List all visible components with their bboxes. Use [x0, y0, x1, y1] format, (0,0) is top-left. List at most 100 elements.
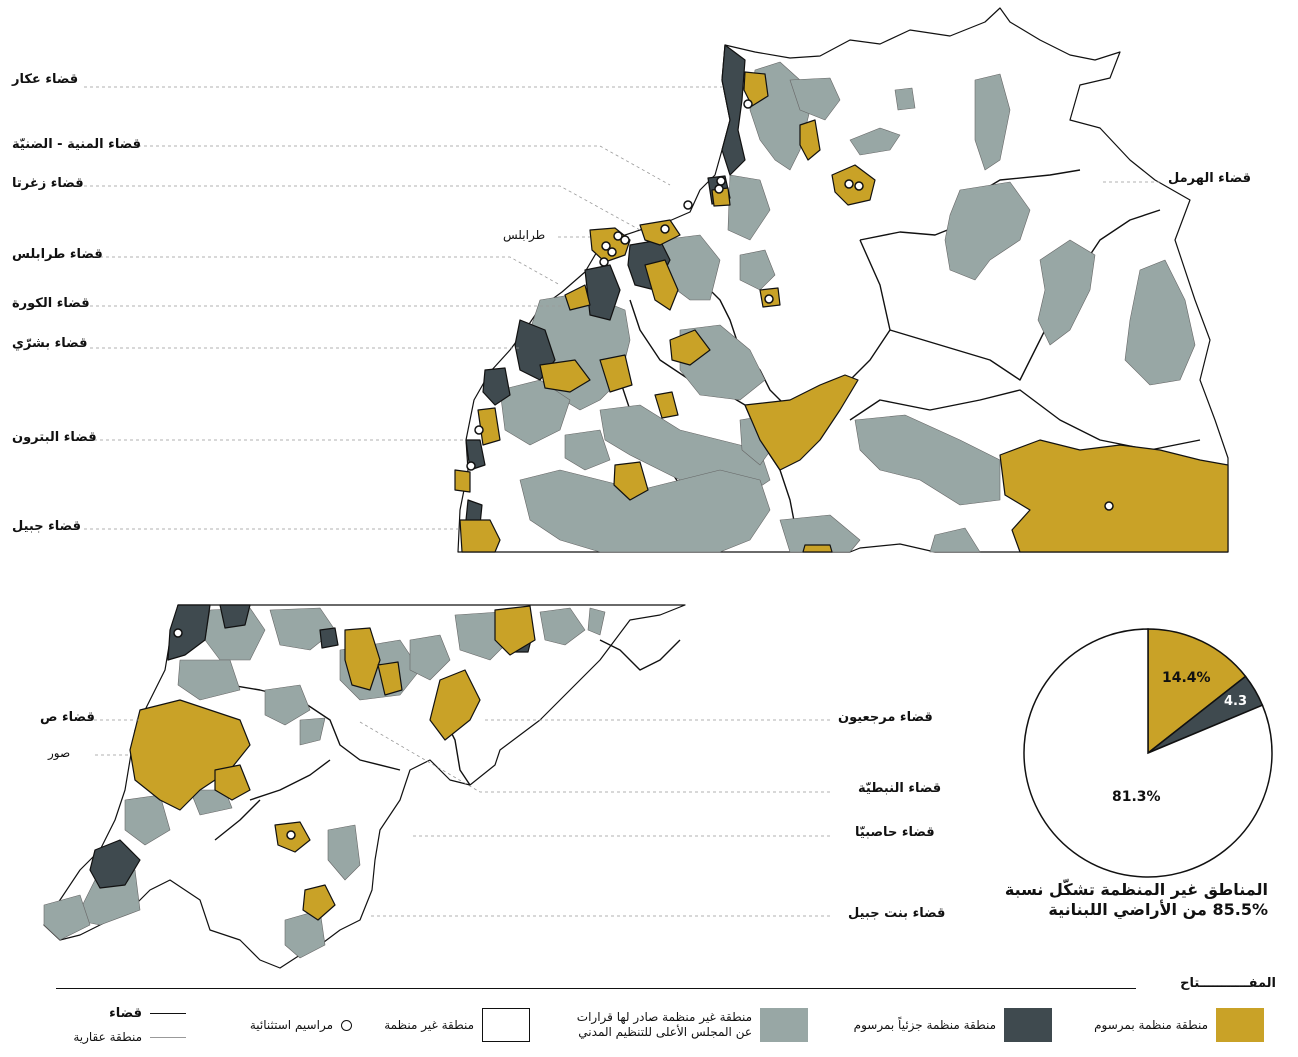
zone-organized [613, 461, 649, 501]
district-border [199, 679, 401, 771]
legend-cadastral: منطقة عقارية [73, 1027, 186, 1047]
zone-partial [482, 367, 511, 406]
legend-decree-dot-icon [341, 1019, 352, 1031]
label-minieh: قضاء المنية - الضنيّة [12, 137, 142, 152]
zone-organized [802, 544, 833, 553]
zone-organized [494, 605, 536, 656]
decree-point [474, 425, 484, 435]
zone-decisions [849, 127, 901, 156]
label-zgharta: قضاء زغرتا [12, 176, 84, 191]
zone-organized [999, 439, 1229, 553]
label-bint-jbeil: قضاء بنت جبيل [848, 906, 946, 921]
legend-swatch-organized [1216, 1008, 1264, 1042]
pie-label-partial: 4.3 [1224, 694, 1248, 709]
pie-caption-line2: 85.5% من الأراضي اللبنانية [1048, 900, 1268, 919]
zone-organized [564, 284, 591, 311]
zone-decisions [727, 174, 771, 241]
zone-decisions [409, 634, 451, 681]
zone-organized [654, 391, 679, 419]
zone-decisions [539, 607, 586, 646]
decree-point [286, 830, 296, 840]
legend-label-organized: منطقة منظمة بمرسوم [1094, 1017, 1208, 1032]
decree-point [607, 247, 617, 257]
decree-point [599, 257, 609, 267]
decree-points-north [466, 99, 1114, 511]
decree-point [716, 176, 726, 186]
legend-label-district: قضاء [109, 1005, 142, 1021]
north-map [454, 7, 1229, 553]
zone-decisions [779, 514, 861, 553]
label-marjeyoun: قضاء مرجعيون [838, 710, 933, 725]
legend-decisions: منطقة غير منظمة صادر لها قرارات عن المجل… [577, 1005, 808, 1045]
pie-slice-0 [1147, 628, 1247, 755]
legend-swatch-decisions [760, 1008, 808, 1042]
label-jbeil: قضاء جبيل [12, 519, 81, 534]
legend-cadastral-line [150, 1036, 186, 1038]
label-bcharre: قضاء بشرّي [12, 336, 88, 351]
label-nabatieh: قضاء النبطيّة [858, 781, 942, 796]
legend-unorganized: منطقة غير منظمة [384, 1005, 530, 1045]
zone-organized [344, 627, 381, 691]
decree-point [854, 181, 864, 191]
decree-point [660, 224, 670, 234]
zone-organized [743, 71, 769, 107]
decree-point [844, 179, 854, 189]
zone-organized [669, 329, 711, 366]
leader-lines-north [84, 86, 1160, 530]
zone-decisions [264, 684, 311, 726]
decree-point [743, 99, 753, 109]
leader-lines-south [94, 719, 830, 917]
legend-swatch-unorganized [482, 1008, 530, 1042]
legend-swatch-partial [1004, 1008, 1052, 1042]
label-hermel: قضاء الهرمل [1168, 171, 1252, 186]
decree-point [620, 235, 630, 245]
zone-partial [89, 839, 141, 889]
zone-decisions [974, 73, 1011, 171]
zone-decisions [739, 249, 776, 291]
legend-partial: منطقة منظمة جزئياً بمرسوم [854, 1005, 1052, 1045]
label-city-sour: صور [48, 746, 71, 760]
legend-label-decrees: مراسيم استثنائية [249, 1017, 333, 1032]
decree-point [601, 241, 611, 251]
legend-label-unorganized: منطقة غير منظمة [384, 1017, 474, 1032]
zone-organized [429, 669, 481, 741]
zone-partial [319, 627, 339, 649]
label-tripoli: قضاء طرابلس [12, 247, 103, 262]
legend-decrees: مراسيم استثنائية [250, 1005, 352, 1045]
legend-district: قضاء [109, 1003, 186, 1023]
label-hasbaya: قضاء حاصبيّا [855, 825, 935, 840]
zone-partial [721, 44, 746, 176]
decree-point [613, 231, 623, 241]
zone-decisions [894, 87, 916, 111]
legend-label-cadastral: منطقة عقارية [73, 1029, 142, 1044]
label-batroun: قضاء البترون [12, 430, 97, 445]
district-border [699, 239, 891, 411]
zone-decisions [519, 469, 771, 553]
zone-organized [639, 219, 681, 246]
decree-point [173, 628, 183, 638]
legend-organized: منطقة منظمة بمرسوم [1094, 1005, 1264, 1045]
decree-points-south [173, 628, 296, 840]
legend-label-decisions-line1: منطقة غير منظمة صادر لها قرارات [576, 1010, 752, 1024]
zone-decisions [1037, 239, 1096, 346]
legend-divider [56, 988, 1136, 989]
zone-organized [799, 119, 821, 161]
label-akkar: قضاء عكار [12, 72, 79, 87]
zone-partial [219, 604, 251, 629]
zone-decisions [587, 607, 606, 636]
legend-label-decisions-line2: عن المجلس الأعلى للتنظيم المدني [578, 1025, 752, 1039]
district-border [249, 759, 331, 801]
pie-label-organized: 14.4% [1162, 670, 1211, 686]
legend-label-partial: منطقة منظمة جزئياً بمرسوم [853, 1017, 996, 1032]
zone-decisions [327, 824, 361, 881]
legend-title: المفـــــــــــتاح [1174, 976, 1276, 991]
zone-decisions [944, 181, 1031, 281]
pie-slice-2 [1023, 628, 1273, 878]
label-city-tripoli: طرابلس [503, 228, 546, 242]
zone-organized [539, 359, 591, 393]
zone-organized [214, 764, 251, 801]
decree-point [683, 200, 693, 210]
pie-caption: المناطق غير المنظمة تشكّل نسبة 85.5% من … [1005, 880, 1268, 920]
zone-organized [459, 519, 501, 553]
